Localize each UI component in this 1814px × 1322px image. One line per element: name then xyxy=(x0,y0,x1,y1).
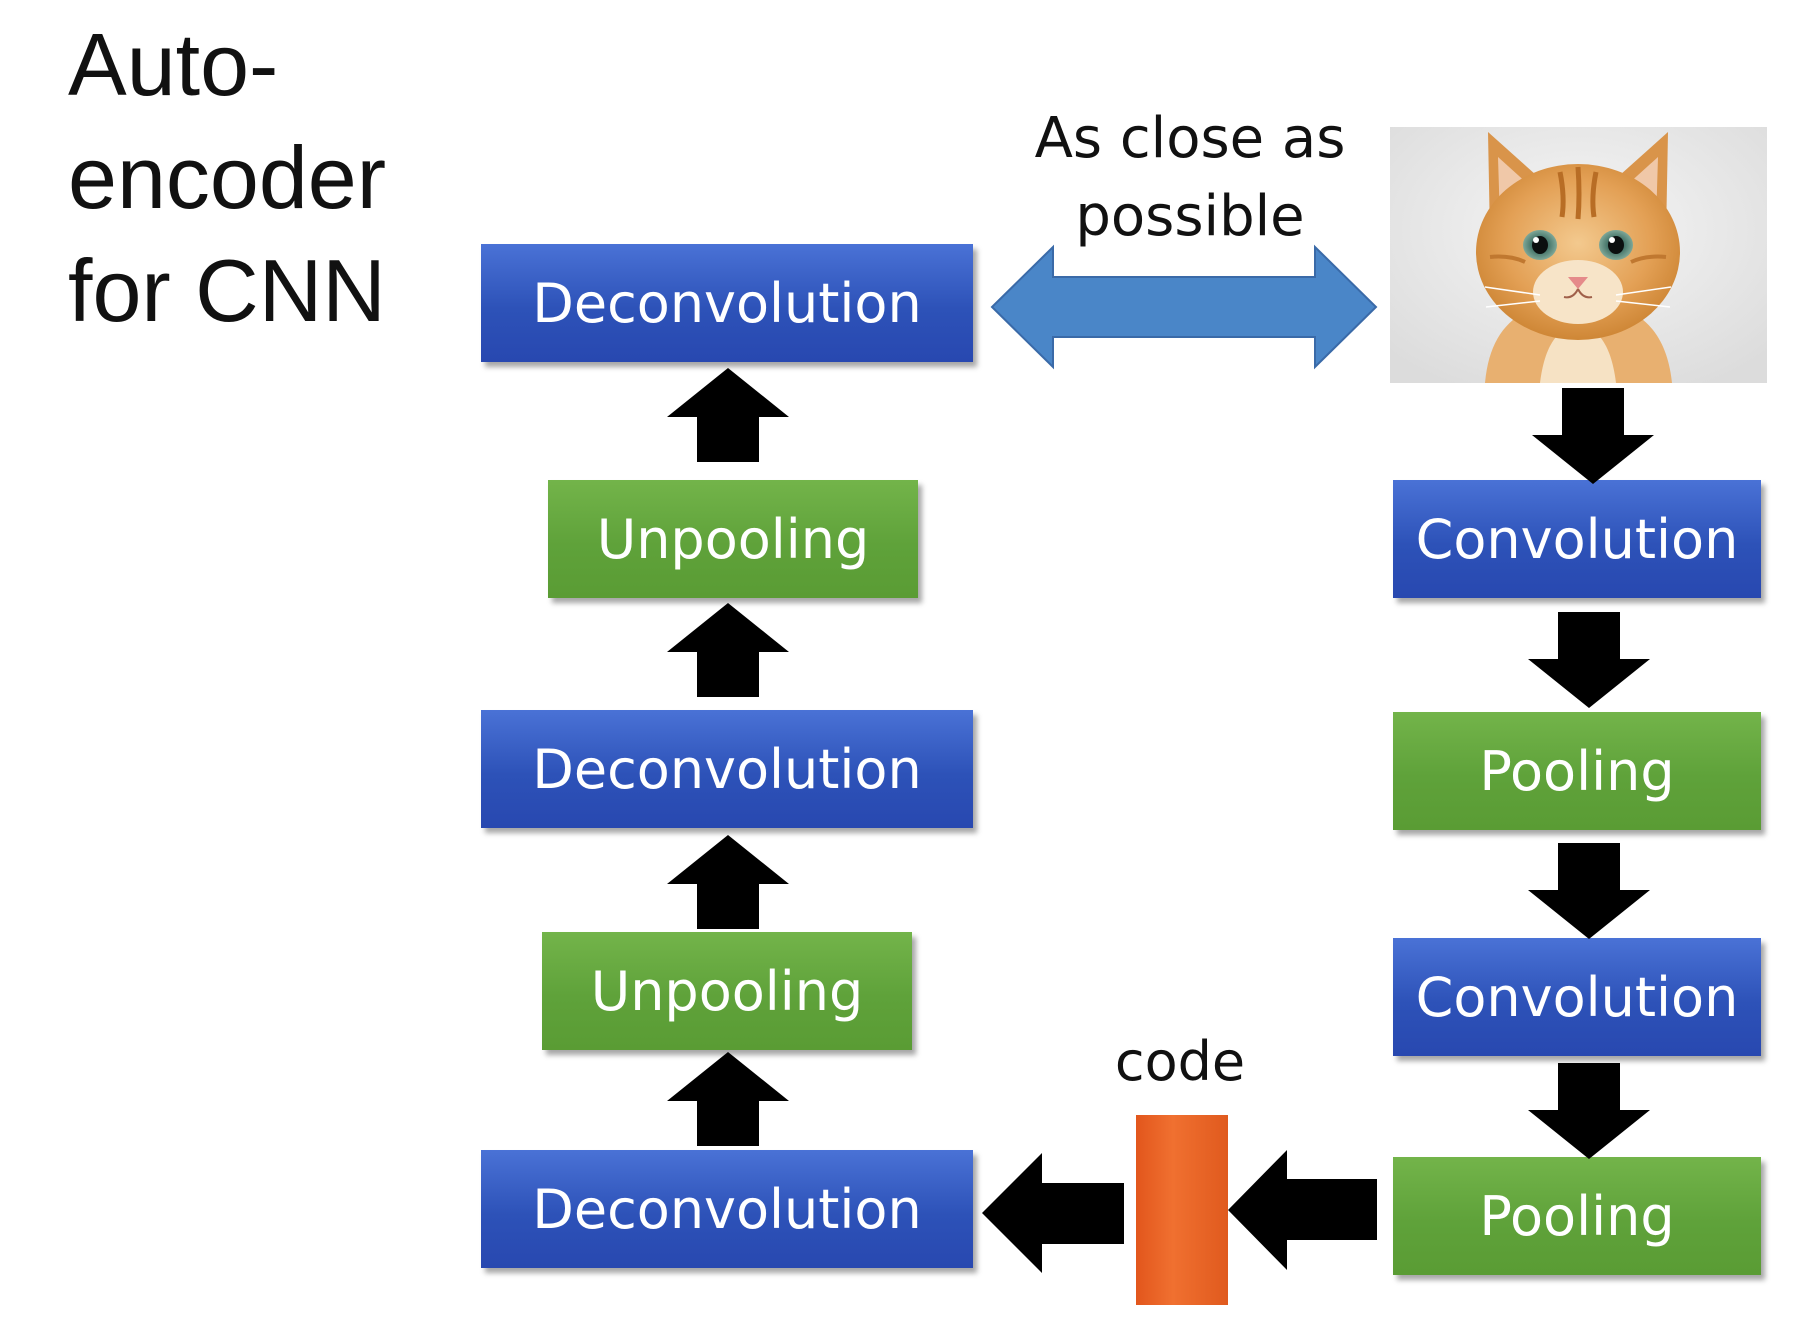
up-arrow-4 xyxy=(667,1052,789,1146)
deconvolution-box-middle: Deconvolution xyxy=(481,710,973,828)
unpooling-box-bottom: Unpooling xyxy=(542,932,912,1050)
pooling-box-top: Pooling xyxy=(1393,712,1761,830)
down-arrow-4 xyxy=(1528,1063,1650,1159)
left-arrow-into-deconvolution xyxy=(982,1153,1124,1273)
unpooling-box-top: Unpooling xyxy=(548,480,918,598)
convolution-box-top: Convolution xyxy=(1393,480,1761,598)
cat-image xyxy=(1390,127,1767,383)
title-line-3: for CNN xyxy=(68,241,386,340)
down-arrow-2 xyxy=(1528,612,1650,708)
as-close-as-possible-label: As close as possible xyxy=(1030,100,1350,256)
title-line-2: encoder xyxy=(68,128,387,227)
up-arrow-1 xyxy=(667,368,789,462)
as-close-label-line-1: As close as xyxy=(1034,106,1346,171)
up-arrow-2 xyxy=(667,603,789,697)
up-arrow-3 xyxy=(667,835,789,929)
as-close-label-line-2: possible xyxy=(1075,184,1305,249)
deconvolution-box-bottom: Deconvolution xyxy=(481,1150,973,1268)
diagram-title: Auto- encoder for CNN xyxy=(68,8,386,347)
down-arrow-3 xyxy=(1528,843,1650,939)
down-arrow-1 xyxy=(1532,388,1654,484)
code-bar xyxy=(1136,1115,1228,1305)
pooling-box-bottom: Pooling xyxy=(1393,1157,1761,1275)
left-arrow-into-code xyxy=(1228,1150,1377,1270)
double-headed-arrow xyxy=(990,244,1378,370)
title-line-1: Auto- xyxy=(68,15,279,114)
cat-image-drawing xyxy=(1390,127,1767,383)
convolution-box-bottom: Convolution xyxy=(1393,938,1761,1056)
code-label: code xyxy=(1114,1030,1246,1093)
deconvolution-box-top: Deconvolution xyxy=(481,244,973,362)
